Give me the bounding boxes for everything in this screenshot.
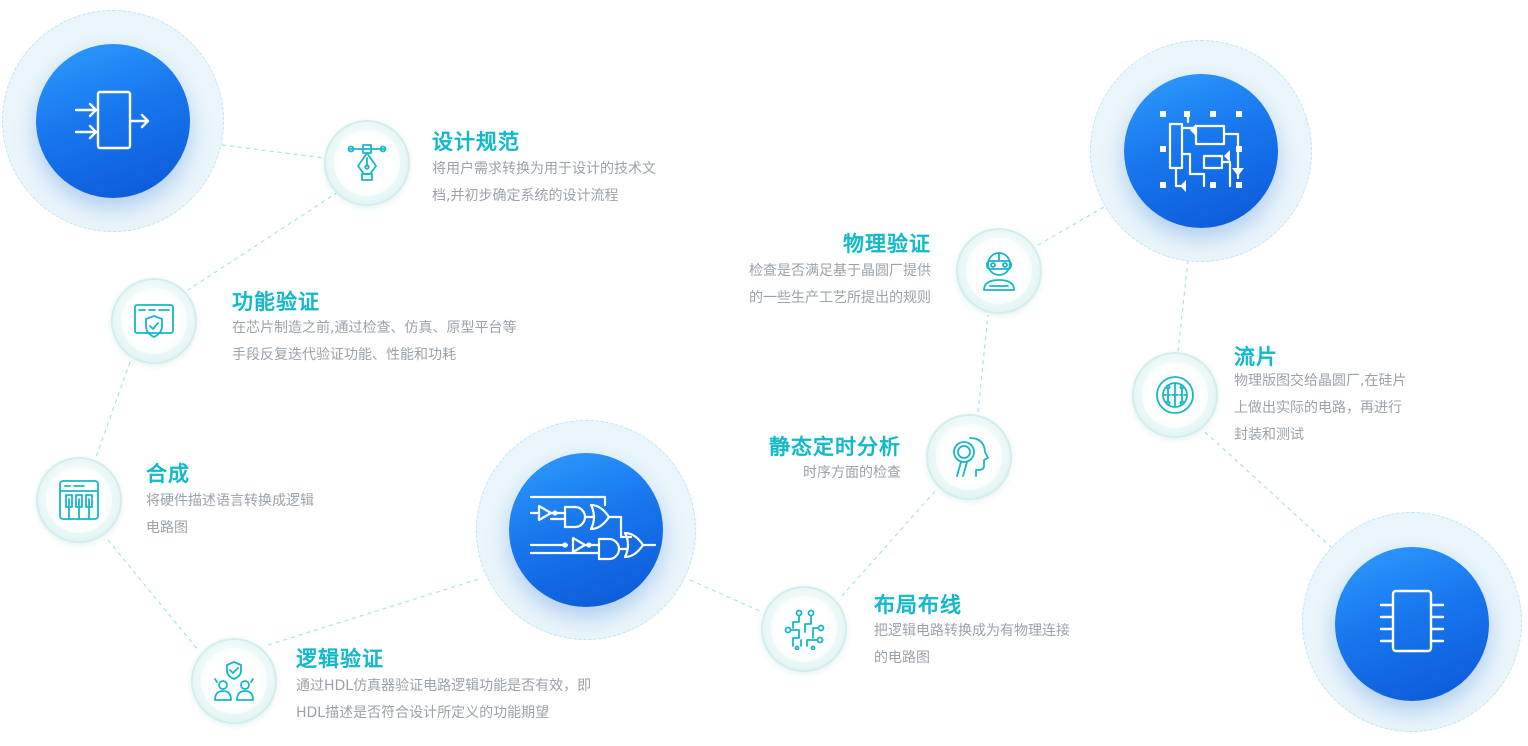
circuit-route-icon <box>784 609 825 650</box>
node-logic-verify <box>191 638 277 724</box>
desc-line: 的电路图 <box>874 650 930 666</box>
link-phys-big3 <box>1037 206 1105 246</box>
desc-logic-verify: 通过HDL仿真器验证电路逻辑功能是否有效，即 HDL描述是否符合设计所定义的功能… <box>296 673 591 727</box>
desc-line: 时序方面的检查 <box>803 465 901 481</box>
desc-line: 在芯片制造之前,通过检查、仿真、原型平台等 <box>232 320 517 336</box>
title-tapeout: 流片 <box>1234 345 1278 369</box>
node-function-verify <box>111 278 197 364</box>
head-search-icon <box>953 437 989 477</box>
vr-person-icon <box>983 252 1015 291</box>
desc-function-verify: 在芯片制造之前,通过检查、仿真、原型平台等 手段反复迭代验证功能、性能和功耗 <box>232 315 516 369</box>
chip-icon <box>1379 589 1445 653</box>
desc-line: 电路图 <box>146 520 188 536</box>
logic-gates-icon <box>529 495 657 561</box>
node-design-spec <box>324 120 410 206</box>
title-function-verify: 功能验证 <box>232 290 320 314</box>
link-big1-spec <box>221 144 325 159</box>
piano-keys-icon <box>59 480 99 520</box>
node-place-route <box>761 586 847 672</box>
node-synthesis <box>36 457 122 543</box>
desc-line: 的一些生产工艺所提出的规则 <box>749 290 931 306</box>
title-design-spec: 设计规范 <box>432 130 520 154</box>
pen-tool-icon <box>347 144 387 181</box>
desc-line: 物理版图交给晶圆厂,在硅片 <box>1234 373 1407 389</box>
node-tapeout <box>1132 352 1218 438</box>
block-io-icon <box>74 90 150 150</box>
desc-line: 上做出实际的电路，再进行 <box>1234 400 1402 416</box>
link-route-sta <box>841 489 937 597</box>
big-core-2 <box>509 453 663 607</box>
desc-place-route: 把逻辑电路转换成为有物理连接 的电路图 <box>874 618 1070 672</box>
link-synth-logic <box>107 539 199 651</box>
link-sta-phys <box>977 314 989 413</box>
shield-check-icon <box>134 304 174 338</box>
desc-line: 封装和测试 <box>1234 427 1304 443</box>
link-spec-func <box>187 191 339 291</box>
desc-line: 把逻辑电路转换成为有物理连接 <box>874 623 1070 639</box>
desc-line: HDL描述是否符合设计所定义的功能期望 <box>296 705 550 721</box>
desc-line: 检查是否满足基于晶圆厂提供 <box>749 263 931 279</box>
link-logic-big2 <box>267 577 483 646</box>
desc-synthesis: 将硬件描述语言转换成逻辑 电路图 <box>146 488 314 542</box>
title-place-route: 布局布线 <box>874 593 962 617</box>
wafer-icon <box>1156 376 1194 414</box>
desc-tapeout: 物理版图交给晶圆厂,在硅片 上做出实际的电路，再进行 封装和测试 <box>1234 368 1406 449</box>
link-func-synth <box>94 361 131 461</box>
team-verify-icon <box>214 661 254 701</box>
desc-line: 档,并初步确定系统的设计流程 <box>432 188 619 204</box>
desc-line: 通过HDL仿真器验证电路逻辑功能是否有效，即 <box>296 678 592 694</box>
desc-physical-verify: 检查是否满足基于晶圆厂提供 的一些生产工艺所提出的规则 <box>749 258 931 312</box>
title-synthesis: 合成 <box>146 462 190 486</box>
desc-design-spec: 将用户需求转换为用于设计的技术文 档,并初步确定系统的设计流程 <box>432 156 656 210</box>
node-static-timing <box>926 414 1012 500</box>
big-core-4 <box>1335 547 1489 701</box>
title-logic-verify: 逻辑验证 <box>296 647 384 671</box>
big-core-1 <box>36 44 190 198</box>
layout-grid-icon <box>1160 111 1244 192</box>
big-core-3 <box>1124 74 1278 228</box>
title-physical-verify: 物理验证 <box>843 232 931 256</box>
node-physical-verify <box>956 228 1042 314</box>
desc-line: 手段反复迭代验证功能、性能和功耗 <box>232 347 456 363</box>
title-static-timing: 静态定时分析 <box>769 435 901 459</box>
link-tapeout-big4 <box>1204 431 1333 549</box>
link-big3-tapeout <box>1177 259 1189 353</box>
link-big2-route <box>689 579 763 613</box>
desc-line: 将用户需求转换为用于设计的技术文 <box>432 161 656 177</box>
desc-static-timing: 时序方面的检查 <box>803 460 901 487</box>
desc-line: 将硬件描述语言转换成逻辑 <box>146 493 314 509</box>
